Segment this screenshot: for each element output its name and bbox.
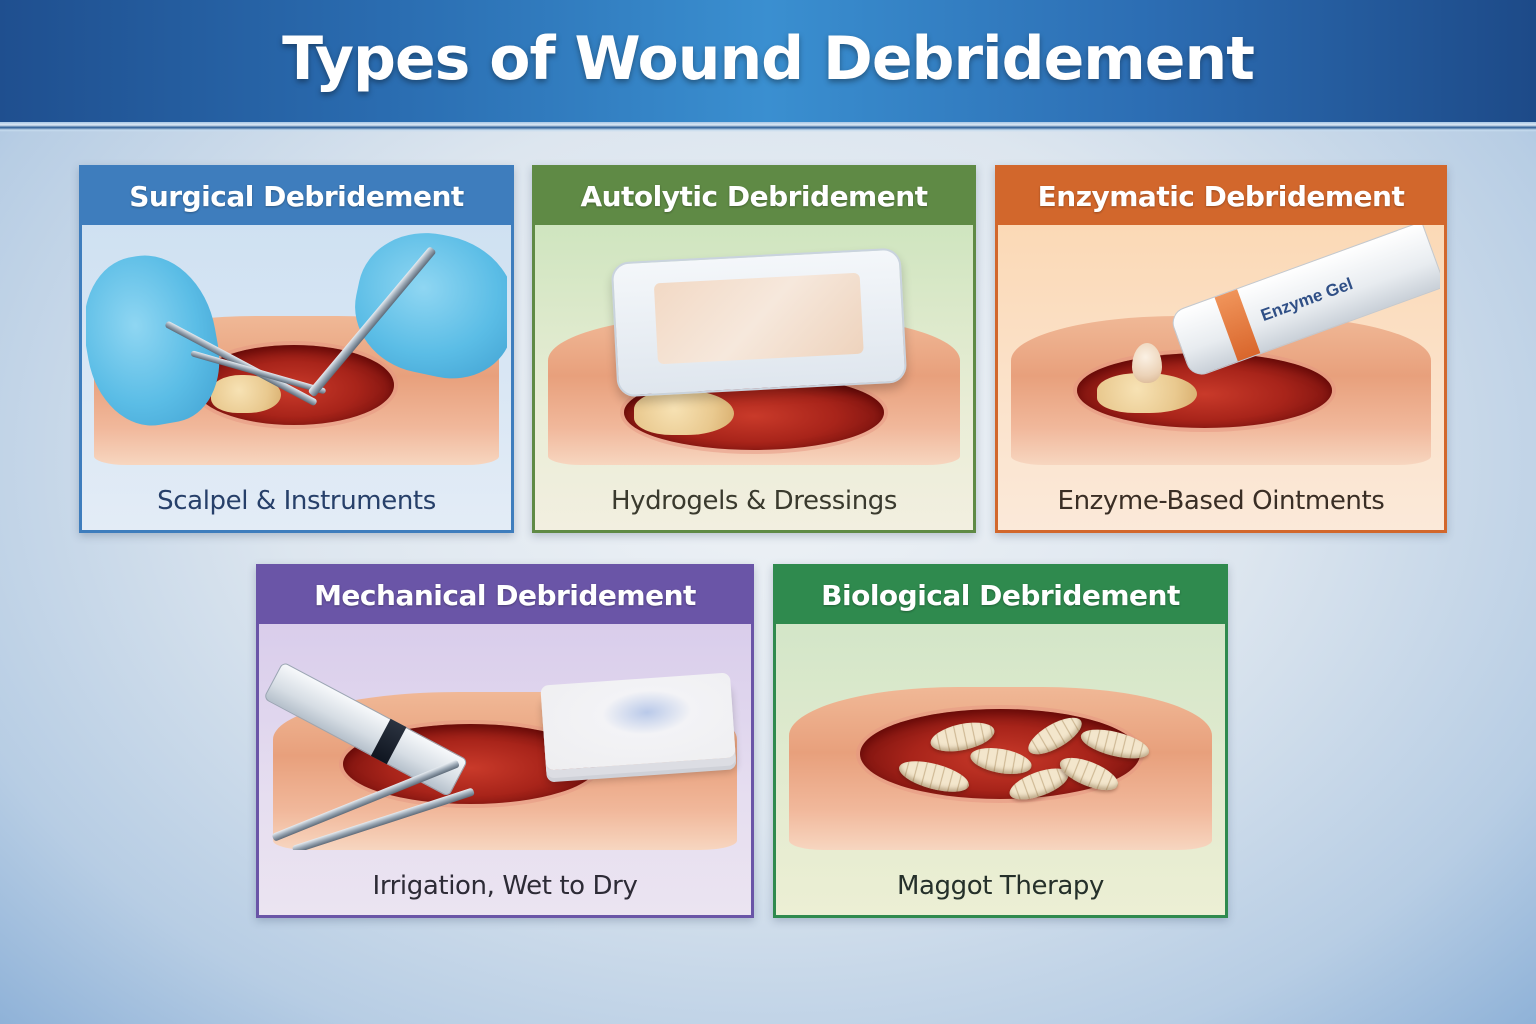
enzymatic-illustration: Enzyme Gel (1002, 225, 1440, 465)
card-title: Biological Debridement (776, 567, 1225, 624)
slough-icon (634, 390, 734, 435)
card-caption: Scalpel & Instruments (157, 486, 436, 516)
card-biological-debridement: Biological Debridement Maggot Therapy (773, 564, 1228, 918)
card-caption: Maggot Therapy (896, 871, 1104, 901)
header-divider (0, 122, 1536, 132)
card-enzymatic-debridement: Enzymatic Debridement Enzyme Gel Enzyme-… (995, 165, 1447, 533)
card-title: Autolytic Debridement (535, 168, 973, 225)
card-caption: Enzyme-Based Ointments (1057, 486, 1385, 516)
card-title: Mechanical Debridement (259, 567, 751, 624)
autolytic-illustration (539, 225, 969, 465)
surgical-illustration (86, 225, 507, 465)
header-banner (0, 0, 1536, 124)
tube-label: Enzyme Gel (1258, 274, 1356, 325)
card-caption: Hydrogels & Dressings (610, 486, 898, 516)
biological-illustration (780, 624, 1221, 850)
gel-drop-icon (1132, 343, 1162, 383)
hydrogel-dressing-icon (610, 247, 908, 398)
card-surgical-debridement: Surgical Debridement Scalpel & Instrumen… (79, 165, 514, 533)
page-title: Types of Wound Debridement (282, 24, 1255, 94)
mechanical-illustration (263, 624, 747, 850)
card-autolytic-debridement: Autolytic Debridement Hydrogels & Dressi… (532, 165, 976, 533)
card-title: Surgical Debridement (82, 168, 511, 225)
card-title: Enzymatic Debridement (998, 168, 1444, 225)
card-caption: Irrigation, Wet to Dry (372, 871, 638, 901)
card-mechanical-debridement: Mechanical Debridement Irrigation, Wet t… (256, 564, 754, 918)
gauze-pad-icon (540, 672, 736, 771)
